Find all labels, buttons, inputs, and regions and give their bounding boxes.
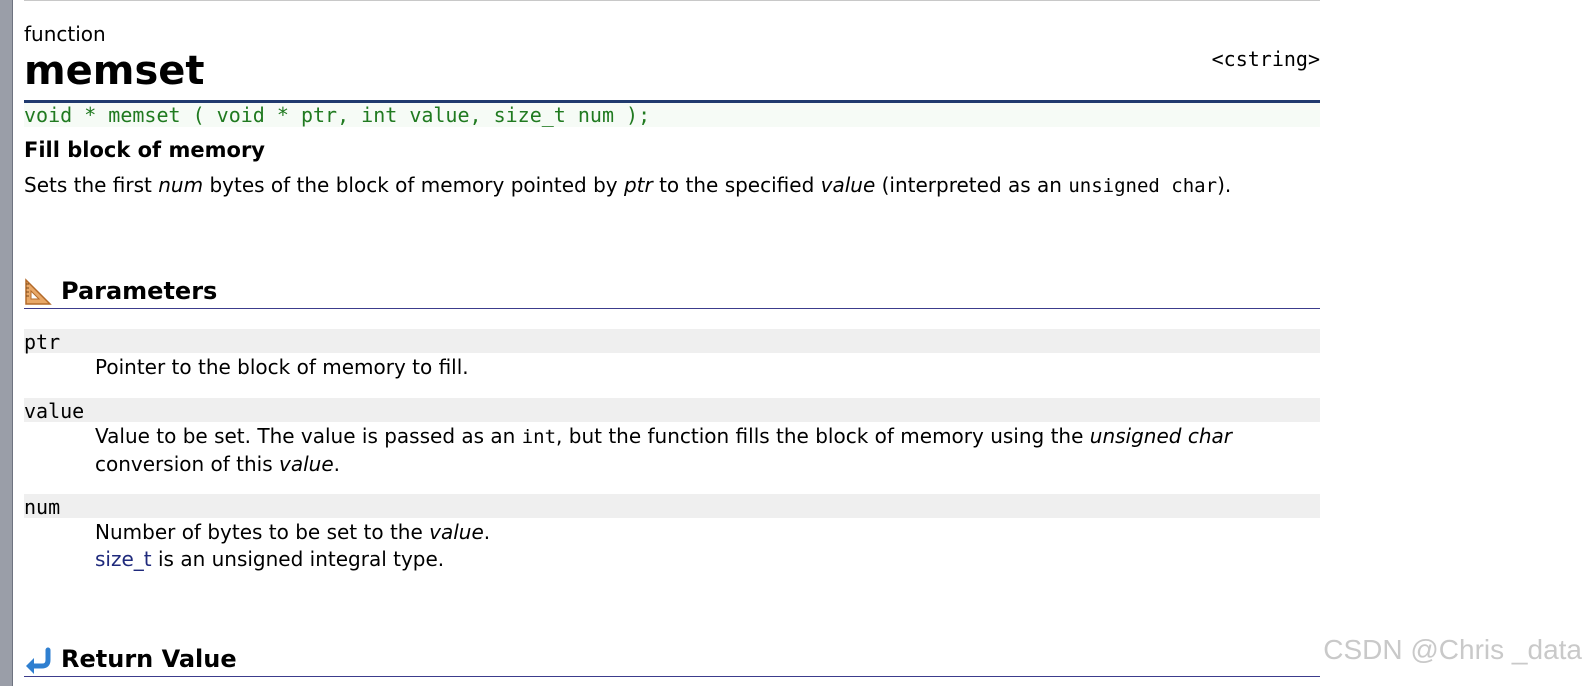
param-code: int <box>521 426 557 448</box>
page-title: memset <box>24 48 205 94</box>
function-prototype: void * memset ( void * ptr, int value, s… <box>24 103 1320 127</box>
desc-text: bytes of the block of memory pointed by <box>203 173 624 197</box>
return-value-heading: Return Value <box>61 645 237 673</box>
function-summary: Fill block of memory <box>24 138 265 162</box>
prototype-divider <box>24 100 1320 103</box>
parameters-heading: Parameters <box>61 277 218 305</box>
top-divider <box>24 0 1320 1</box>
desc-param-ptr: ptr <box>623 173 653 197</box>
watermark: CSDN @Chris _data <box>1323 634 1582 665</box>
param-text: Number of bytes to be set to the <box>95 520 430 544</box>
return-value-divider <box>24 676 1320 677</box>
desc-param-num: num <box>158 173 204 197</box>
param-text: conversion of this <box>95 452 280 476</box>
parameters-section-header: Parameters <box>24 276 1320 309</box>
triangle-ruler-icon <box>25 278 52 305</box>
header-name: <cstring> <box>1211 47 1320 71</box>
param-desc-value: Value to be set. The value is passed as … <box>95 423 1320 478</box>
param-text: is an unsigned integral type. <box>151 547 445 571</box>
param-desc-ptr: Pointer to the block of memory to fill. <box>95 355 469 379</box>
desc-text: (interpreted as an <box>875 173 1069 197</box>
param-desc-num: Number of bytes to be set to the value. … <box>95 519 1320 573</box>
param-text: Value to be set. The value is passed as … <box>95 424 522 448</box>
desc-text: Sets the first <box>24 173 159 197</box>
function-description: Sets the first num bytes of the block of… <box>24 172 1320 200</box>
entity-kind: function <box>24 22 106 46</box>
left-edge-bar <box>0 0 13 686</box>
desc-param-value: value <box>820 173 876 197</box>
param-emphasis: value <box>429 520 484 544</box>
param-text: . <box>333 452 341 476</box>
param-desc-value-line2: conversion of this value. <box>95 451 1320 478</box>
param-name-value: value <box>24 398 1320 423</box>
parameters-divider <box>24 308 1320 309</box>
param-emphasis: unsigned char <box>1089 424 1232 448</box>
desc-text: ). <box>1217 173 1232 197</box>
param-desc-num-line2: size_t is an unsigned integral type. <box>95 546 1320 573</box>
param-name-num: num <box>24 494 1320 519</box>
param-name-ptr: ptr <box>24 329 1320 354</box>
return-arrow-icon <box>26 647 51 674</box>
param-text: . <box>483 520 491 544</box>
param-desc-value-line1: Value to be set. The value is passed as … <box>95 423 1320 451</box>
desc-code: unsigned char <box>1068 175 1218 197</box>
return-value-section-header: Return Value <box>24 644 1320 677</box>
param-emphasis: value <box>279 452 334 476</box>
size-t-link[interactable]: size_t <box>95 547 152 571</box>
param-desc-num-line1: Number of bytes to be set to the value. <box>95 519 1320 546</box>
desc-text: to the specified <box>652 173 821 197</box>
param-text: , but the function fills the block of me… <box>556 424 1090 448</box>
